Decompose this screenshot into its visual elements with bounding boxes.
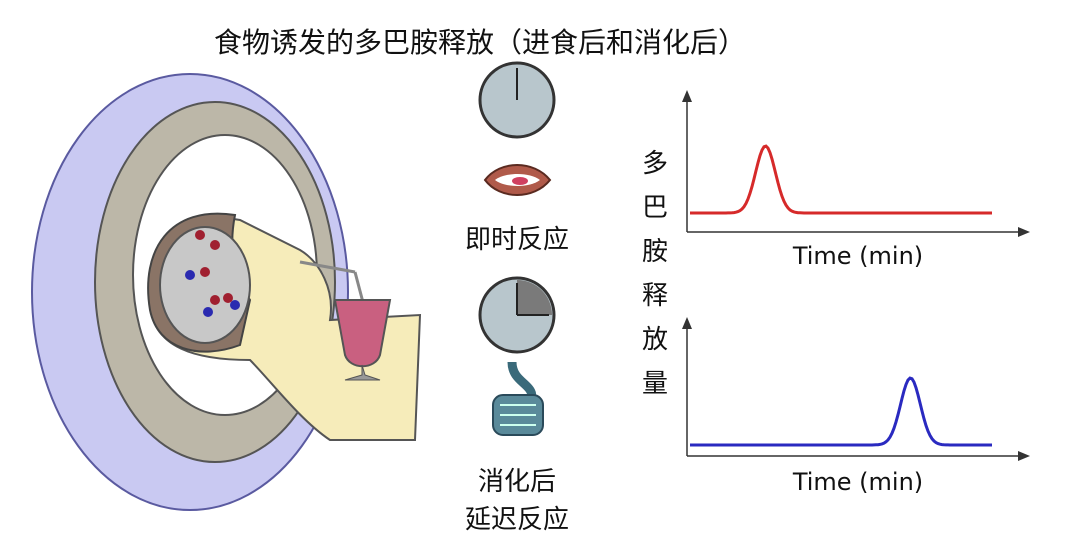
svg-text:多: 多 (642, 149, 668, 179)
graph-delayed: Time (min) (682, 317, 1030, 496)
svg-text:巴: 巴 (642, 193, 668, 223)
svg-text:量: 量 (642, 369, 668, 399)
svg-text:放: 放 (642, 325, 668, 355)
title: 食物诱发的多巴胺释放（进食后和消化后） (214, 26, 746, 59)
drink-glass-icon (333, 299, 392, 368)
delayed-label-1: 消化后 (478, 467, 556, 497)
svg-text:胺: 胺 (642, 237, 668, 267)
mouth-icon (483, 164, 552, 196)
delayed-label-2: 延迟反应 (465, 505, 569, 535)
x-axis-label: Time (min) (792, 242, 923, 270)
dopamine-curve-delayed (690, 376, 992, 447)
svg-text:释: 释 (642, 281, 668, 311)
brain-icon (159, 226, 251, 344)
dopamine-curve-immediate (690, 144, 992, 215)
pet-scanner-illustration (31, 73, 422, 511)
y-axis-label: 多 巴 胺 释 放 量 (642, 149, 668, 399)
graph-immediate: Time (min) (682, 90, 1030, 270)
clock-icon-start (478, 61, 556, 139)
stomach-intestine-icon (492, 361, 544, 436)
clock-icon-later (478, 276, 556, 354)
immediate-response-label: 即时反应 (465, 225, 569, 255)
x-axis-label: Time (min) (792, 468, 923, 496)
